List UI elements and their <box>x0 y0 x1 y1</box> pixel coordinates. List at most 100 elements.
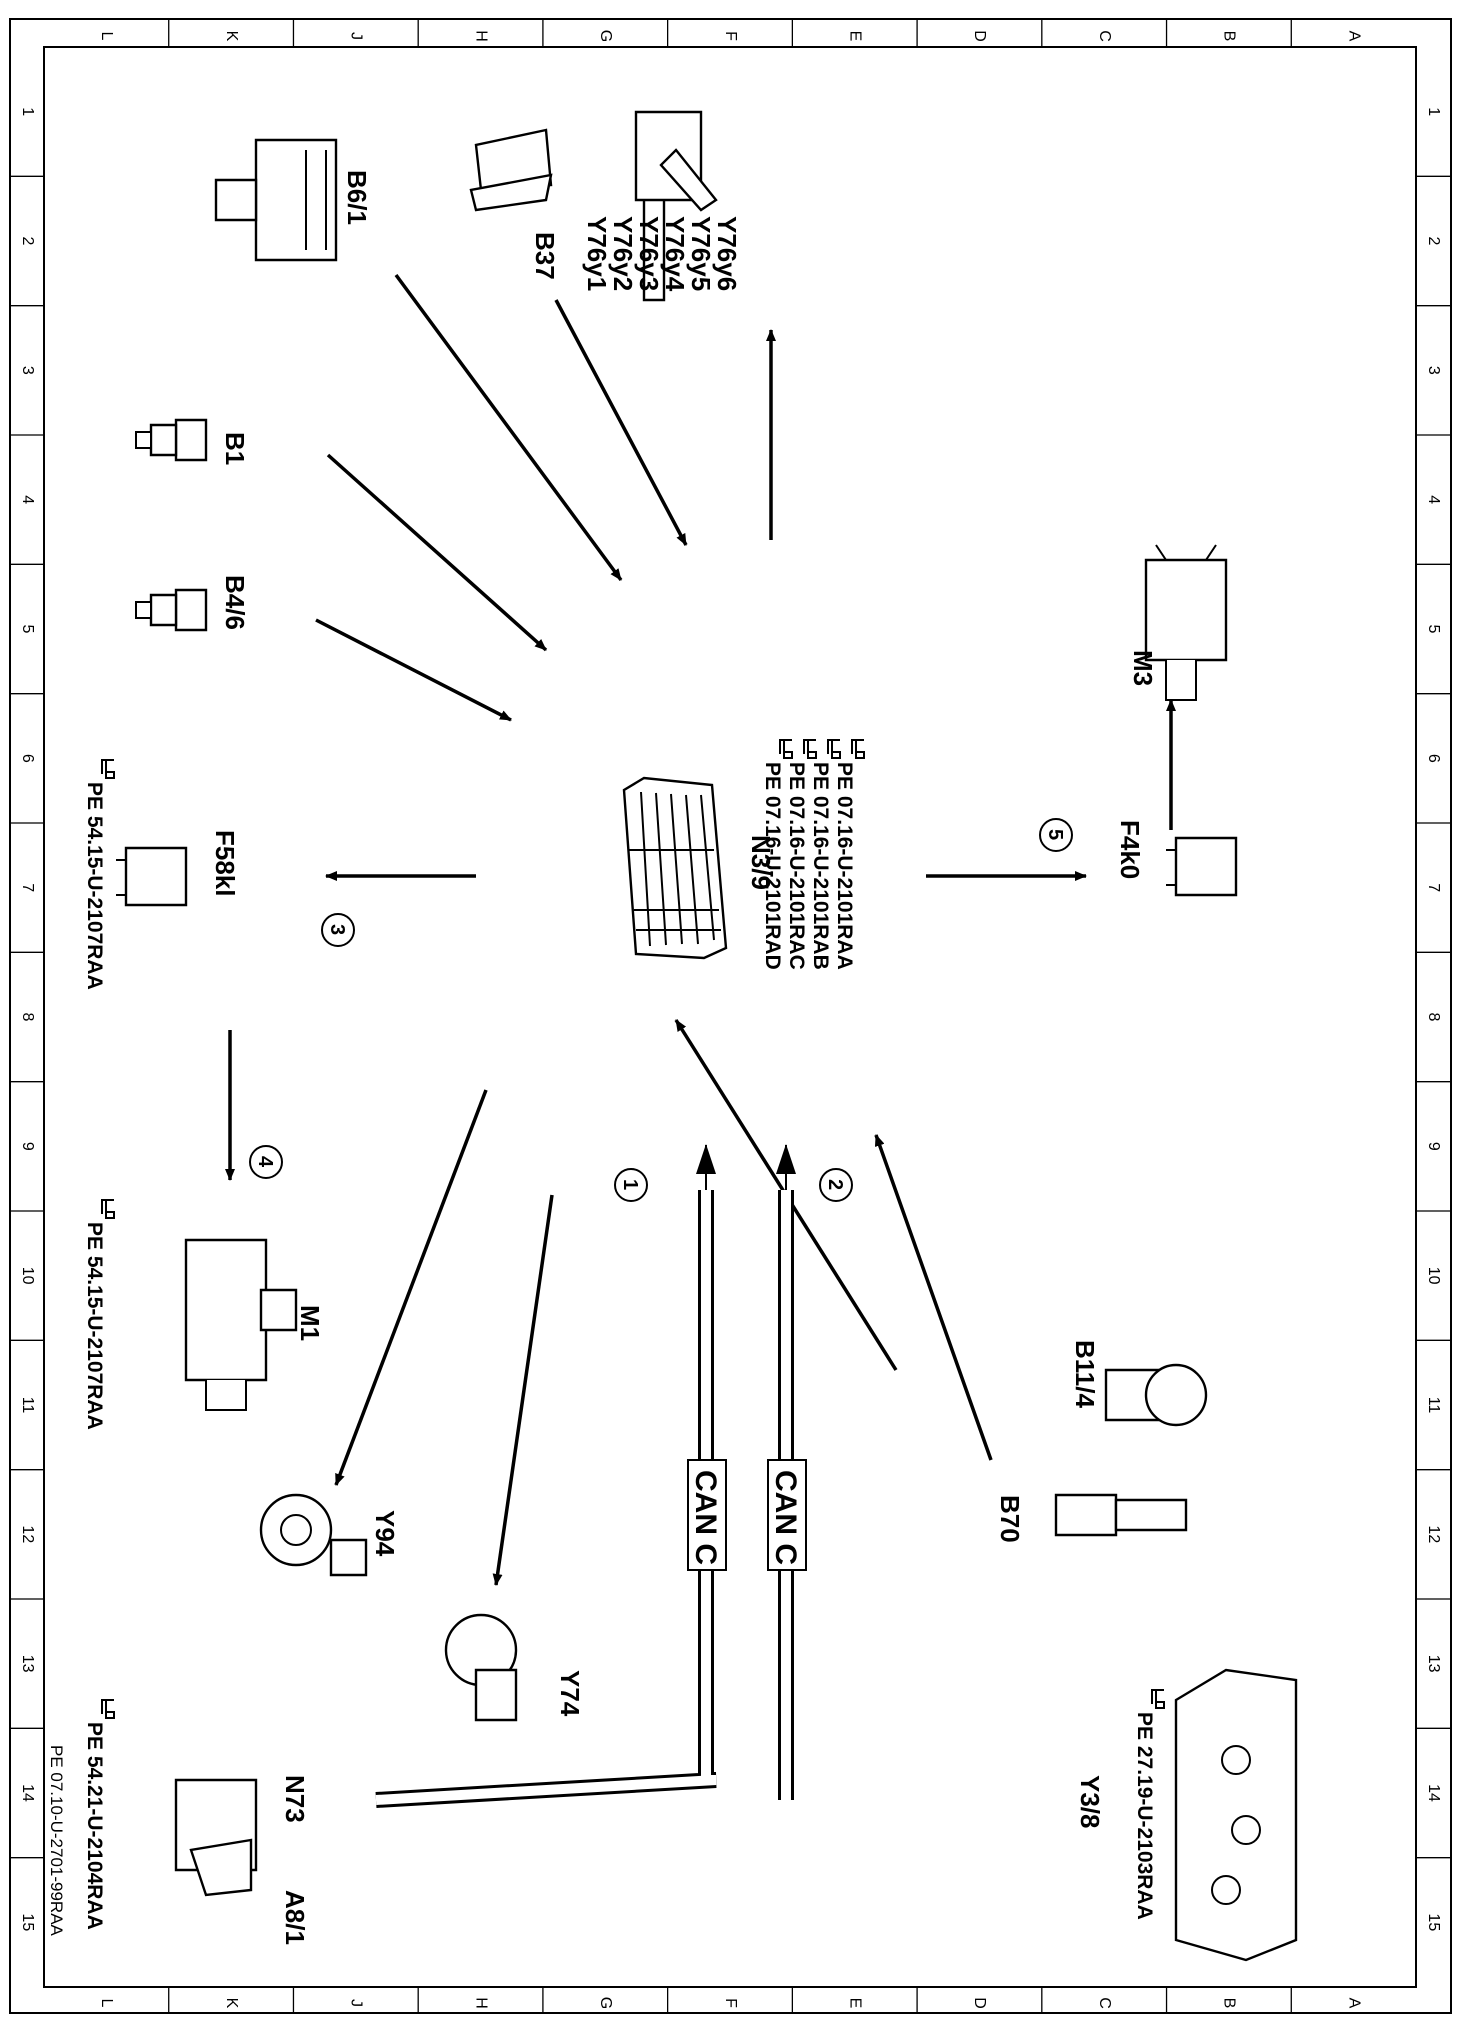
arrow-to-y74 <box>492 1194 554 1586</box>
grid-column-label: H <box>472 30 489 42</box>
relay-f4k0-icon <box>1166 836 1238 897</box>
sensor-b6-1-icon <box>214 138 338 262</box>
grid-row-label: 3 <box>19 366 36 375</box>
grid-column-label: F <box>722 31 739 41</box>
y74-label: Y74 <box>555 1670 585 1717</box>
grid-row-label: 12 <box>19 1525 36 1543</box>
grid-column-label: B <box>1221 31 1238 42</box>
callout-5: 5 <box>1039 818 1073 852</box>
m1-label: M1 <box>295 1305 325 1341</box>
reference-hand-icon <box>827 739 841 759</box>
drawing-code: PE 07.10-U-2701-99RAA <box>47 1745 66 1937</box>
reference-hand-icon <box>851 739 865 759</box>
callout-3-number: 3 <box>326 924 348 935</box>
relay-f58kl-icon <box>116 846 188 907</box>
can-c-label: CAN C <box>689 1470 722 1565</box>
callout-4: 4 <box>249 1145 283 1179</box>
grid-row-label: 12 <box>1425 1525 1442 1543</box>
grid-row-label: 15 <box>19 1913 36 1931</box>
grid-row-label: 1 <box>19 107 36 116</box>
n3-9-label: N3/9 <box>746 835 776 890</box>
arrow-to-y94 <box>334 1089 488 1486</box>
grid-row-label: 2 <box>1425 237 1442 246</box>
grid-row-label: 13 <box>1425 1655 1442 1673</box>
reference-hand-icon <box>101 759 115 779</box>
arrow-from-b4-6 <box>315 618 512 722</box>
pressure-sensor-b4-6-icon <box>135 588 208 632</box>
y76y5-label: Y76y5 <box>686 216 716 291</box>
b6-1-label: B6/1 <box>342 170 372 225</box>
callout-1-number: 1 <box>619 1179 641 1190</box>
n3-9-references: PE 07.16-U-2101RAA PE 07.16-U-2101RAB PE… <box>761 739 865 970</box>
arrow-from-b37 <box>554 299 688 546</box>
grid-row-label: 8 <box>19 1013 36 1022</box>
can-c-label: CAN C <box>769 1470 802 1565</box>
grid-column-label: L <box>98 1999 115 2008</box>
b37-label: B37 <box>530 232 560 280</box>
grid-column-label: F <box>722 1998 739 2008</box>
grid-row-label: 7 <box>1425 883 1442 892</box>
reference-hand-icon <box>101 1199 115 1219</box>
n3-9-reference: PE 07.16-U-2101RAD <box>761 762 784 970</box>
grid-column-label: L <box>98 32 115 41</box>
arrow-from-b1 <box>326 453 548 652</box>
sensor-b37-icon <box>469 128 553 212</box>
grid-column-label: K <box>223 1998 240 2009</box>
y76y6-label: Y76y6 <box>712 216 742 291</box>
y76-labels: Y76y1 Y76y2 Y76y3 Y76y4 Y76y5 Y76y6 <box>582 216 742 292</box>
starter-m1-icon <box>184 1238 298 1411</box>
y76y4-label: Y76y4 <box>660 216 690 292</box>
b70-label: B70 <box>995 1495 1025 1543</box>
grid-column-label: J <box>348 1999 365 2007</box>
grid-column-label: A <box>1345 1998 1362 2009</box>
m3-label: M3 <box>1128 650 1158 686</box>
n3-9-reference: PE 07.16-U-2101RAC <box>785 762 808 970</box>
grid-row-label: 4 <box>1425 495 1442 504</box>
callout-3: 3 <box>321 913 355 947</box>
reference-hand-icon <box>101 1699 115 1719</box>
reference-hand-icon <box>803 739 817 759</box>
grid-row-label: 6 <box>19 754 36 763</box>
b4-6-label: B4/6 <box>220 575 250 630</box>
crankshaft-sensor-b70-icon <box>1054 1493 1188 1537</box>
f58kl-reference: PE 54.15-U-2107RAA <box>83 782 106 990</box>
grid-column-label: A <box>1345 31 1362 42</box>
y76y3-label: Y76y3 <box>634 216 664 291</box>
y76y1-label: Y76y1 <box>582 216 612 291</box>
grid-column-label: C <box>1096 1997 1113 2009</box>
can-bus-2: CAN C <box>767 1144 807 1800</box>
valve-body-y3-8-icon <box>1174 1668 1298 1962</box>
grid-column-label: K <box>223 31 240 42</box>
grid-column-label: E <box>846 31 863 42</box>
y3-8-label: Y3/8 <box>1075 1775 1105 1829</box>
can-bus-1: CAN C <box>375 1144 727 1808</box>
grid-row-label: 13 <box>19 1655 36 1673</box>
grid-row-label: 2 <box>19 237 36 246</box>
grid-row-label: 14 <box>19 1784 36 1802</box>
grid-column-label: H <box>472 1997 489 2009</box>
valve-y74-icon <box>444 1613 518 1722</box>
grid-row-label: 15 <box>1425 1913 1442 1931</box>
grid-row-label: 3 <box>1425 366 1442 375</box>
valve-y94-icon <box>259 1493 368 1577</box>
coolant-sensor-b11-4-icon <box>1104 1363 1208 1427</box>
b1-label: B1 <box>220 432 250 465</box>
ignition-switch-n73-icon <box>174 1778 258 1897</box>
n73-reference: PE 54.21-U-2104RAA <box>83 1722 106 1930</box>
grid-column-label: C <box>1096 30 1113 42</box>
grid-row-label: 14 <box>1425 1784 1442 1802</box>
grid-column-label: J <box>348 32 365 40</box>
reference-hand-icon <box>779 739 793 759</box>
arrow-from-b6-1 <box>394 273 623 582</box>
a8-1-label: A8/1 <box>280 1890 310 1945</box>
callout-1: 1 <box>614 1168 648 1202</box>
n73-label: N73 <box>280 1775 310 1823</box>
grid-column-label: G <box>597 1997 614 2009</box>
n3-9-reference: PE 07.16-U-2101RAB <box>809 762 832 970</box>
grid-row-label: 11 <box>19 1397 36 1414</box>
grid-row-label: 5 <box>1425 625 1442 634</box>
callout-2: 2 <box>819 1168 853 1202</box>
grid-row-label: 1 <box>1425 107 1442 116</box>
